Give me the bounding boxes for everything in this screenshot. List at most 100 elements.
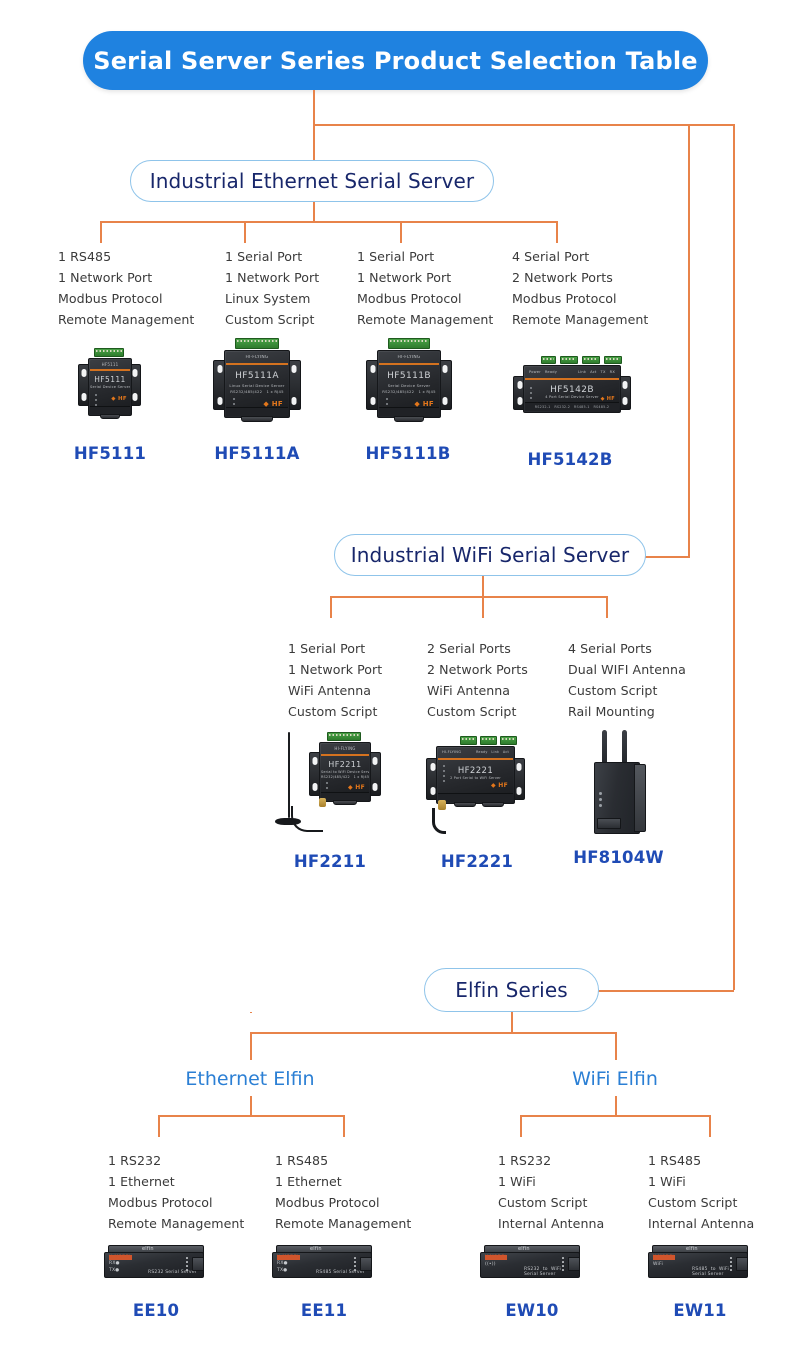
spec-line: Internal Antenna (648, 1216, 755, 1231)
spec-line: WiFi Antenna (288, 683, 372, 698)
connector-wifi-down (482, 576, 484, 597)
category-label: Elfin Series (455, 978, 568, 1002)
spec-line: Remote Management (357, 312, 494, 327)
spec-line: Modbus Protocol (512, 291, 617, 306)
product-hf5111[interactable]: HF5111 HF5111 Serial Device Server ◆ HF … (50, 348, 170, 463)
spec-block-hf5142b: 4 Serial Port 2 Network Ports Modbus Pro… (512, 246, 648, 330)
connector-wifi-branch-3 (606, 596, 608, 618)
spec-line: 1 Network Port (357, 270, 452, 285)
product-hf5142b[interactable]: Power Ready Link Act TX RX HF5142B 4 Por… (505, 352, 635, 469)
connector-trunk-horizontal (313, 124, 735, 126)
product-ee10[interactable]: elfin U-MODEL RX● TX● RS232 Serial Serve… (100, 1243, 212, 1320)
spec-line: Remote Management (58, 312, 195, 327)
product-name: EW11 (673, 1301, 727, 1320)
connector-ethernet-bus (100, 221, 556, 223)
category-label: Industrial WiFi Serial Server (350, 543, 630, 567)
product-hf5111a[interactable]: HI-FLYING HF5111A Linux Serial Device Se… (197, 338, 317, 463)
connector-ew-branch-1 (520, 1115, 522, 1137)
product-hf8104w[interactable]: HF8104W (566, 730, 671, 867)
product-ew10[interactable]: elfin V-MODEL ((•)) RS232 to WiFi Serial… (476, 1243, 588, 1320)
connector-ethernet-branch-3 (400, 221, 402, 243)
product-name: EW10 (505, 1301, 559, 1320)
product-name: HF2221 (440, 852, 514, 871)
spec-block-hf5111: 1 RS485 1 Network Port Modbus Protocol R… (58, 246, 194, 330)
spec-line: 1 Network Port (225, 270, 320, 285)
product-name: EE10 (132, 1301, 180, 1320)
spec-line: Remote Management (512, 312, 649, 327)
spec-block-ew11: 1 RS485 1 WiFi Custom Script Internal An… (648, 1150, 754, 1234)
category-elfin-series[interactable]: Elfin Series (424, 968, 599, 1012)
spec-line: Modbus Protocol (58, 291, 163, 306)
spec-block-hf5111b: 1 Serial Port 1 Network Port Modbus Prot… (357, 246, 493, 330)
spec-block-ee10: 1 RS232 1 Ethernet Modbus Protocol Remot… (108, 1150, 244, 1234)
category-industrial-wifi-serial-server[interactable]: Industrial WiFi Serial Server (334, 534, 646, 576)
subcategory-ethernet-elfin[interactable]: Ethernet Elfin (185, 1068, 315, 1090)
spec-block-ew10: 1 RS232 1 WiFi Custom Script Internal An… (498, 1150, 604, 1234)
spec-line: Custom Script (427, 704, 517, 719)
product-name: HF5111 (73, 444, 147, 463)
product-hf5111b[interactable]: HI-FLYING HF5111B Serial Device Server R… (348, 338, 468, 463)
product-ew11[interactable]: elfin V-MODEL WiFi RS485 to WiFi Serial … (644, 1243, 756, 1320)
spec-block-hf2211: 1 Serial Port 1 Network Port WiFi Antenn… (288, 638, 382, 722)
connector-ethernet-down (313, 202, 315, 222)
connector-wifi-branch-1 (330, 596, 332, 618)
subcategory-wifi-elfin[interactable]: WiFi Elfin (572, 1068, 658, 1090)
spec-line: Modbus Protocol (357, 291, 462, 306)
spec-line: 1 RS232 (498, 1153, 552, 1168)
connector-elfin-ethernet (250, 1032, 252, 1060)
spec-line: 2 Network Ports (427, 662, 528, 677)
spec-line: Internal Antenna (498, 1216, 605, 1231)
category-industrial-ethernet-serial-server[interactable]: Industrial Ethernet Serial Server (130, 160, 494, 202)
connector-ee-down (250, 1096, 252, 1116)
spec-line: Linux System (225, 291, 311, 306)
spec-line: Custom Script (648, 1195, 738, 1210)
spec-line: Modbus Protocol (275, 1195, 380, 1210)
spec-line: 1 Network Port (288, 662, 383, 677)
connector-ee-bus (158, 1115, 344, 1117)
spec-line: 1 Ethernet (108, 1174, 175, 1189)
connector-ethernet-branch-1 (100, 221, 102, 243)
spec-line: 1 RS485 (275, 1153, 329, 1168)
connector-ee-branch-2 (343, 1115, 345, 1137)
spec-line: 1 Serial Port (225, 249, 303, 264)
spec-line: 4 Serial Port (512, 249, 590, 264)
spec-line: Custom Script (568, 683, 658, 698)
product-hf2211[interactable]: HI-FLYING HF2211 Serial to WiFi Device S… (265, 728, 395, 871)
product-ee11[interactable]: elfin U-MODEL RX● TX● RS485 Serial Serve… (268, 1243, 380, 1320)
spec-line: 1 RS232 (108, 1153, 162, 1168)
connector-elfin-pill-in (597, 990, 734, 992)
connector-ethernet-branch-4 (556, 221, 558, 243)
connector-ethernet-branch-2 (244, 221, 246, 243)
spec-block-hf2221: 2 Serial Ports 2 Network Ports WiFi Ante… (427, 638, 528, 722)
category-label: Industrial Ethernet Serial Server (149, 169, 475, 193)
connector-ew-bus (520, 1115, 710, 1117)
connector-elfin-bus (250, 1032, 616, 1034)
product-name: HF8104W (573, 848, 664, 867)
spec-line: 2 Serial Ports (427, 641, 511, 656)
spec-line: Custom Script (225, 312, 315, 327)
spec-line: 1 WiFi (648, 1174, 686, 1189)
product-name: HF5111A (214, 444, 300, 463)
connector-ew-down (615, 1096, 617, 1116)
connector-wifi-pill-in (644, 556, 690, 558)
spec-line: 1 Serial Port (357, 249, 435, 264)
spec-line: 1 WiFi (498, 1174, 536, 1189)
connector-trunk-wifi (688, 124, 690, 556)
product-name: HF5111B (365, 444, 451, 463)
spec-block-hf5111a: 1 Serial Port 1 Network Port Linux Syste… (225, 246, 319, 330)
wifi-antenna-icon (273, 732, 307, 840)
spec-line: 1 RS485 (648, 1153, 702, 1168)
connector-elfin-wifi (615, 1032, 617, 1060)
spec-line: Remote Management (275, 1216, 412, 1231)
product-hf2221[interactable]: HI-FLYING Ready Link Act HF2221 2 Port S… (412, 736, 542, 871)
page-title: Serial Server Series Product Selection T… (83, 31, 708, 90)
connector-elfin-down (511, 1012, 513, 1033)
spec-line: Custom Script (498, 1195, 588, 1210)
spec-line: Rail Mounting (568, 704, 655, 719)
product-name: HF2211 (293, 852, 367, 871)
page-title-text: Serial Server Series Product Selection T… (93, 46, 698, 75)
connector-wifi-branch-2 (482, 596, 484, 618)
spec-line: Custom Script (288, 704, 378, 719)
spec-line: 1 Ethernet (275, 1174, 342, 1189)
